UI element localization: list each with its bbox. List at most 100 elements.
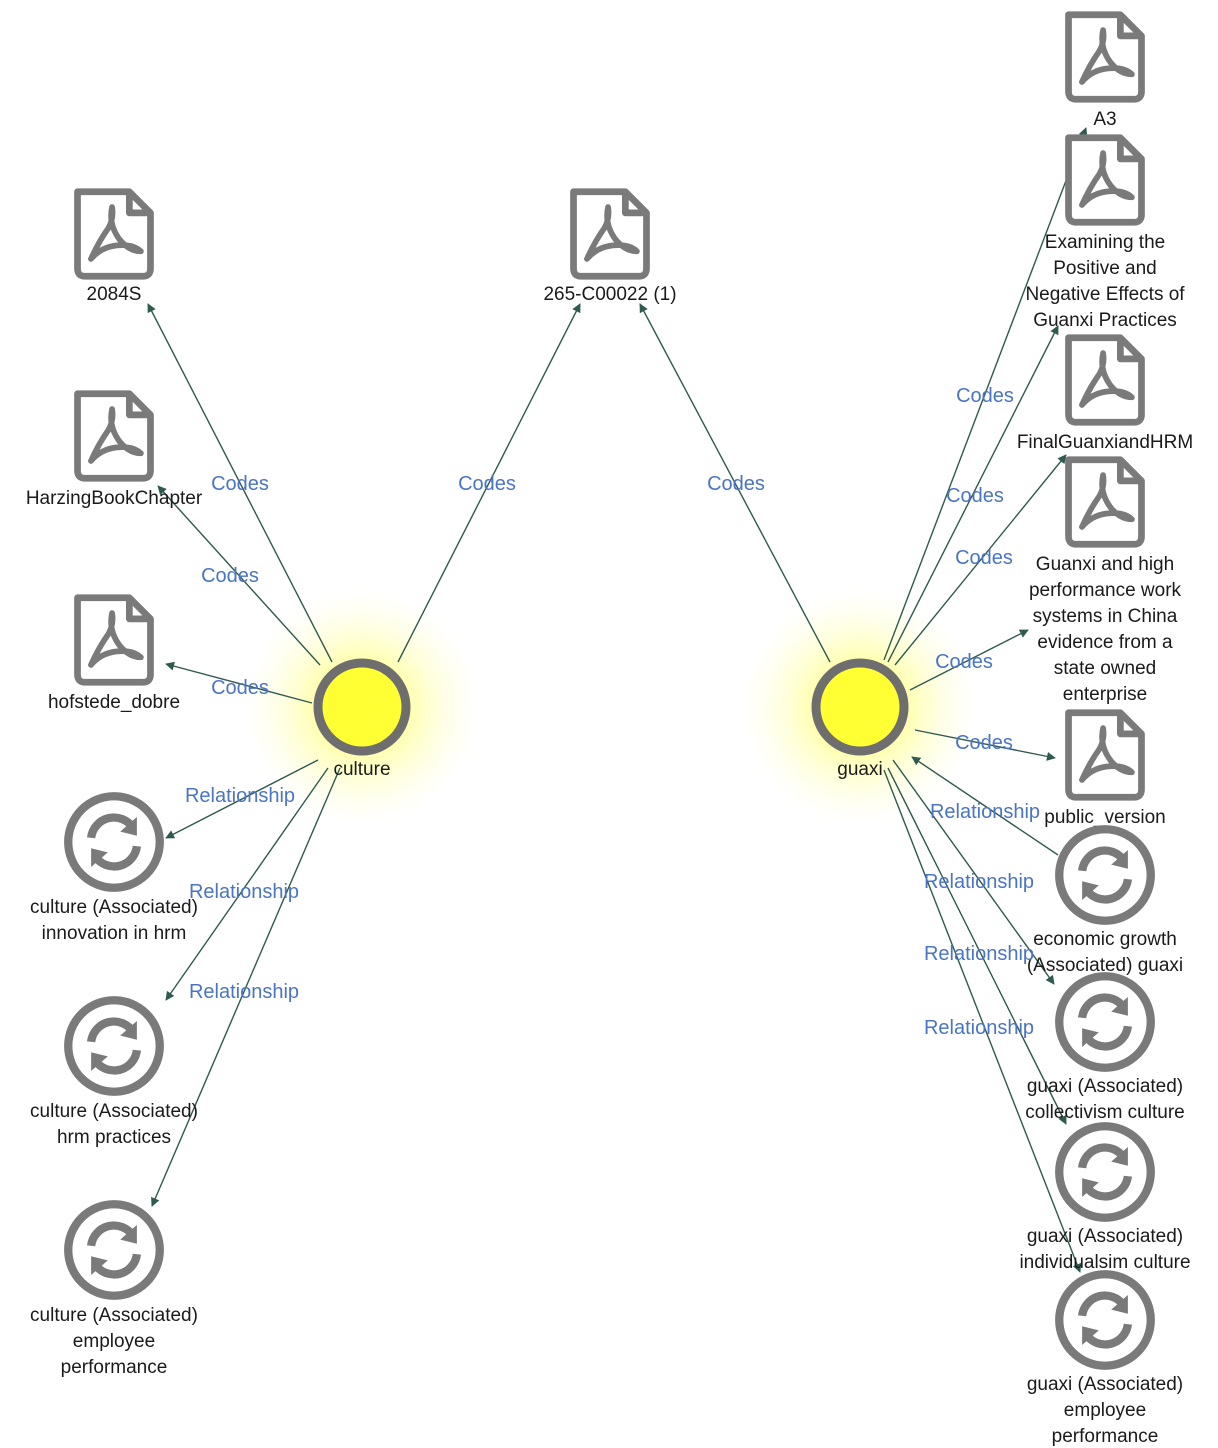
relationship-node-rgperf[interactable]: guaxi (Associated) employee performance [1027, 1274, 1183, 1447]
relationship-cycle-icon [68, 1204, 160, 1296]
relationship-cycle-icon [68, 1000, 160, 1092]
node-label-line: employee [1064, 1400, 1146, 1421]
node-label-line: culture (Associated) [30, 1305, 198, 1326]
node-label-line: performance [1052, 1426, 1159, 1447]
edge-label: Relationship [924, 943, 1034, 965]
node-label-line: economic growth [1033, 929, 1177, 950]
document-node-dhpws[interactable]: Guanxi and high performance work systems i… [1029, 460, 1182, 705]
edge-label: Codes [211, 677, 269, 699]
node-label-line: guaxi (Associated) [1027, 1076, 1183, 1097]
edge-guaxi-to-rgperf[interactable] [883, 769, 1082, 1273]
node-label-line: state owned [1054, 658, 1156, 679]
edge-label: Codes [211, 473, 269, 495]
pdf-file-icon [1069, 460, 1142, 544]
node-label-line: individualsim culture [1019, 1252, 1190, 1273]
document-node-dharzing[interactable]: HarzingBookChapter [26, 394, 203, 509]
document-node-d265[interactable]: 265-C00022 (1) [543, 192, 677, 305]
edge-recon-to-guaxi[interactable] [911, 756, 1059, 856]
pdf-file-icon [1069, 15, 1142, 99]
edge-guaxi-to-dhpws[interactable] [909, 629, 1029, 691]
relationship-node-recon[interactable]: economic growth (Associated) guaxi [1027, 829, 1183, 976]
edge-culture-to-dhofstede[interactable] [165, 661, 313, 704]
edge-label: Codes [201, 565, 259, 587]
edge-label: Codes [946, 485, 1004, 507]
document-node-dpublic[interactable]: public_version [1044, 713, 1166, 828]
relationship-cycle-icon [1059, 1126, 1151, 1218]
node-label-line: enterprise [1063, 684, 1148, 705]
node-label-line: 265-C00022 (1) [543, 284, 676, 305]
edge-label: Codes [707, 473, 765, 495]
concept-node-culture[interactable]: culture [313, 658, 411, 780]
document-node-da3[interactable]: A3 [1069, 15, 1142, 130]
node-label-line: Examining the [1045, 232, 1165, 253]
node-label-line: 2084S [87, 284, 142, 305]
concept-label: guaxi [837, 759, 882, 780]
pdf-file-icon [78, 598, 151, 682]
pdf-file-icon [78, 394, 151, 478]
edge-label: Relationship [189, 981, 299, 1003]
node-label-line: hofstede_dobre [48, 692, 180, 713]
edge-culture-to-d265[interactable] [397, 303, 581, 663]
relationship-cycle-icon [68, 796, 160, 888]
pdf-file-icon [1069, 338, 1142, 422]
node-label-line: A3 [1093, 109, 1116, 130]
node-label-line: culture (Associated) [30, 1101, 198, 1122]
node-label-line: hrm practices [57, 1127, 171, 1148]
node-label-line: innovation in hrm [42, 923, 187, 944]
node-label-line: culture (Associated) [30, 897, 198, 918]
node-label-line: HarzingBookChapter [26, 488, 203, 509]
document-node-dhofstede[interactable]: hofstede_dobre [48, 598, 180, 713]
edge-label: Relationship [924, 1017, 1034, 1039]
concept-circle-icon [313, 658, 411, 756]
edge-label: Relationship [924, 871, 1034, 893]
edge-guaxi-to-rgind[interactable] [887, 767, 1067, 1125]
edge-label: Codes [955, 732, 1013, 754]
node-label-line: performance work [1029, 580, 1182, 601]
relationship-cycle-icon [1059, 1274, 1151, 1366]
node-label-line: evidence from a [1037, 632, 1173, 653]
node-label-line: employee [73, 1331, 155, 1352]
document-node-dfinal[interactable]: FinalGuanxiandHRM [1017, 338, 1193, 453]
node-label-line: collectivism culture [1025, 1102, 1184, 1123]
edge-guaxi-to-dpublic[interactable] [914, 729, 1056, 761]
edge-guaxi-to-rgcoll[interactable] [892, 759, 1055, 985]
pdf-file-icon [1069, 713, 1142, 797]
concept-label: culture [333, 759, 390, 780]
relationship-cycle-icon [1059, 829, 1151, 921]
relationship-cycle-icon [1059, 976, 1151, 1068]
relationship-node-rgind[interactable]: guaxi (Associated)individualsim culture [1019, 1126, 1191, 1273]
relationship-node-rchrm[interactable]: culture (Associated) hrm practices [30, 1000, 198, 1148]
node-label-line: guaxi (Associated) [1027, 1374, 1183, 1395]
relationship-node-rgcoll[interactable]: guaxi (Associated) collectivism culture [1025, 976, 1185, 1123]
node-label-line: public_version [1044, 807, 1165, 828]
node-label-line: systems in China [1033, 606, 1178, 627]
node-label-line: Guanxi Practices [1033, 310, 1177, 331]
concept-node-guaxi[interactable]: guaxi [811, 658, 909, 780]
node-label-line: performance [61, 1357, 168, 1378]
relationship-node-rcinno[interactable]: culture (Associated) innovation in hrm [30, 796, 198, 944]
pdf-file-icon [574, 192, 647, 276]
edge-label: Relationship [189, 881, 299, 903]
edge-label: Codes [935, 651, 993, 673]
edge-culture-to-rchrm[interactable] [165, 767, 329, 1001]
edge-label: Codes [956, 385, 1014, 407]
edge-label: Relationship [930, 801, 1040, 823]
relationship-node-rcperf[interactable]: culture (Associated) employee performance [30, 1204, 198, 1378]
edge-culture-to-rcinno[interactable] [165, 759, 319, 839]
edge-guaxi-to-d265[interactable] [639, 303, 831, 663]
edge-culture-to-rcperf[interactable] [151, 767, 341, 1207]
node-label-line: FinalGuanxiandHRM [1017, 432, 1193, 453]
node-label-line: (Associated) guaxi [1027, 955, 1183, 976]
node-label-line: Positive and [1053, 258, 1157, 279]
pdf-file-icon [78, 192, 151, 276]
edge-culture-to-d2084s[interactable] [147, 303, 333, 663]
edge-label: Codes [955, 547, 1013, 569]
document-node-d2084s[interactable]: 2084S [78, 192, 151, 305]
edge-guaxi-to-dexam[interactable] [887, 325, 1059, 663]
node-label-line: Guanxi and high [1036, 554, 1174, 575]
edge-culture-to-dharzing[interactable] [157, 485, 321, 666]
edge-guaxi-to-dfinal[interactable] [894, 454, 1067, 666]
edge-guaxi-to-da3[interactable] [883, 127, 1088, 661]
